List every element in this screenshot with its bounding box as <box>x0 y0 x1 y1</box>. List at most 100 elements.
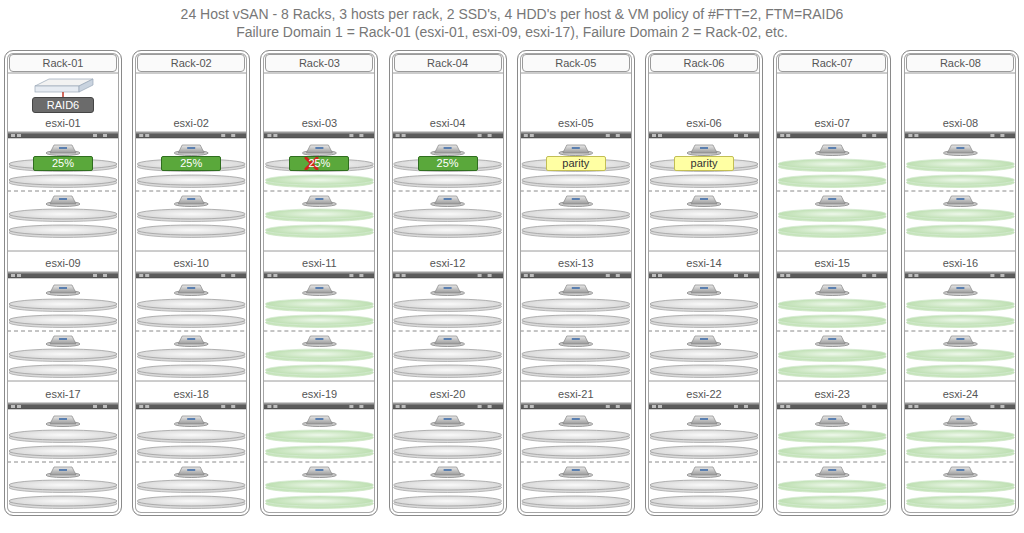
hdd-icon <box>394 209 502 219</box>
ssd-icon <box>956 198 964 200</box>
host-box: esxi-07 <box>774 117 890 251</box>
hdd-icon <box>522 446 630 456</box>
server-icon <box>530 405 534 408</box>
host-box: esxi-08 <box>902 117 1018 251</box>
server-icon <box>786 274 790 277</box>
rack-art <box>775 73 889 509</box>
server-icon <box>908 405 912 408</box>
host-name: esxi-05 <box>518 117 634 130</box>
server-icon <box>616 134 620 137</box>
host-box: esxi-13 <box>518 257 634 381</box>
hdd-icon <box>906 225 1014 235</box>
host-box: 25%esxi-04 <box>390 117 506 251</box>
ssd-icon <box>691 145 717 153</box>
server-icon <box>647 403 761 409</box>
server-icon <box>6 272 120 274</box>
rack-box: esxi-07 esxi-15 esxi-23 Rack-07 <box>773 50 891 516</box>
disk-tag-label: 25% <box>290 157 348 170</box>
server-icon <box>267 274 271 277</box>
server-icon <box>744 274 748 277</box>
server-icon <box>478 405 482 408</box>
hdd-icon <box>778 480 886 490</box>
disk-group-divider <box>648 462 760 463</box>
server-icon <box>530 274 534 277</box>
hdd-icon <box>137 225 245 235</box>
host-divider <box>776 381 888 382</box>
server-icon <box>744 134 748 137</box>
rack-name: Rack-03 <box>265 54 373 72</box>
ssd-icon <box>315 198 323 200</box>
hdd-icon <box>650 315 758 325</box>
server-icon <box>391 272 505 274</box>
server-icon <box>734 274 738 277</box>
server-icon <box>990 274 994 277</box>
host-divider <box>648 381 760 382</box>
ssd-icon <box>700 469 708 471</box>
server-icon <box>530 134 534 137</box>
server-icon <box>914 405 918 408</box>
server-icon <box>273 274 277 277</box>
rack-divider <box>520 73 632 74</box>
hdd-icon <box>9 175 117 185</box>
rack-name: Rack-07 <box>778 54 886 72</box>
server-icon <box>396 134 400 137</box>
ssd-icon <box>59 338 67 340</box>
rack-art <box>647 73 761 509</box>
ssd-icon <box>563 336 589 344</box>
server-icon <box>134 403 248 409</box>
server-icon <box>872 134 876 137</box>
host-name: esxi-15 <box>774 257 890 270</box>
ssd-icon <box>444 338 452 340</box>
host-box: esxi-22 <box>646 388 762 516</box>
ssd-icon <box>315 287 323 289</box>
hdd-icon <box>906 430 1014 440</box>
server-icon <box>903 272 1017 278</box>
ssd-icon <box>691 416 717 424</box>
server-icon <box>903 132 1017 138</box>
hdd-icon <box>265 225 373 235</box>
server-icon <box>647 132 761 138</box>
rack-divider <box>135 73 247 74</box>
server-icon <box>990 134 994 137</box>
disk-group-divider <box>7 191 119 192</box>
rack-art <box>903 73 1017 509</box>
hdd-icon <box>137 209 245 219</box>
rack-box: 25%esxi-02esxi-10esxi-18Rack-02 <box>132 50 250 516</box>
server-icon <box>658 134 662 137</box>
ssd-icon <box>572 147 580 149</box>
ssd-icon <box>435 416 461 424</box>
ssd-icon <box>50 467 76 475</box>
hdd-icon <box>650 430 758 440</box>
hdd-icon <box>137 175 245 185</box>
disk-group-divider <box>135 191 247 192</box>
disk-tag-label: 25% <box>419 157 477 170</box>
server-icon <box>616 405 620 408</box>
server-icon <box>519 403 633 409</box>
hdd-icon <box>394 175 502 185</box>
host-name: esxi-16 <box>902 257 1018 270</box>
server-icon <box>647 272 761 278</box>
server-icon <box>1000 405 1004 408</box>
ssd-icon <box>435 145 461 153</box>
disk-tag: 25% <box>418 156 478 171</box>
hdd-icon <box>778 225 886 235</box>
server-icon <box>734 405 738 408</box>
host-name: esxi-24 <box>902 388 1018 401</box>
host-name: esxi-23 <box>774 388 890 401</box>
rack-name: Rack-02 <box>137 54 245 72</box>
hdd-icon <box>906 315 1014 325</box>
disk-tag-label: 25% <box>162 157 220 170</box>
hdd-icon <box>265 430 373 440</box>
ssd-icon <box>572 287 580 289</box>
disk-group-divider <box>7 462 119 463</box>
host-name: esxi-02 <box>133 117 249 130</box>
server-icon <box>775 272 889 274</box>
host-box: 25% esxi-02 <box>133 117 249 251</box>
disk-tag: 25% <box>161 156 221 171</box>
hdd-icon <box>9 480 117 490</box>
ssd-icon <box>819 285 845 293</box>
hdd-icon <box>9 430 117 440</box>
rack-box: parityesxi-06esxi-14esxi-22Rack-06 <box>645 50 763 516</box>
ssd-icon <box>828 469 836 471</box>
host-box: esxi-20 <box>390 388 506 516</box>
